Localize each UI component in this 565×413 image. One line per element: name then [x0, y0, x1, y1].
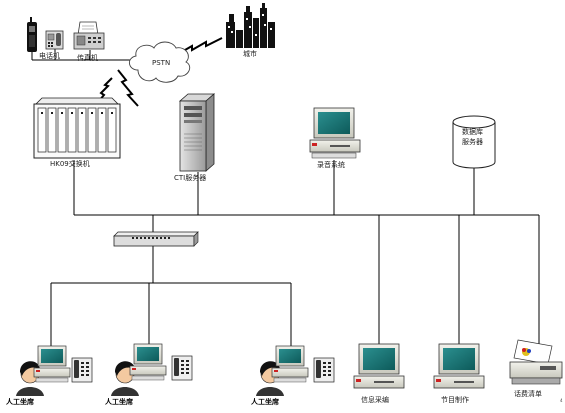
desk-phone-icon	[45, 30, 64, 50]
info-computer-icon	[353, 343, 405, 389]
mobile-phone-icon	[27, 17, 37, 52]
pstn-label: PSTN	[152, 59, 171, 67]
db-label-line1: 数据库	[462, 128, 483, 136]
computer-icon	[33, 345, 71, 383]
connection-lines	[31, 47, 540, 352]
cti-label: CTI服务器	[174, 174, 207, 182]
printer-icon	[509, 339, 563, 385]
agent-station-2	[111, 343, 193, 396]
city-label: 城市	[243, 50, 257, 58]
desk-phone-icon	[71, 357, 93, 383]
computer-icon	[129, 343, 167, 381]
database-server-icon	[452, 115, 496, 169]
recorder-computer-icon	[309, 107, 361, 159]
pbx-switch-icon	[33, 97, 121, 159]
agent2-label: 人工坐席	[105, 398, 133, 406]
link-lightning-icon	[97, 77, 113, 103]
db-label-line2: 服务器	[462, 138, 483, 146]
network-hub-icon	[113, 231, 199, 247]
billing-label: 话费清单	[514, 390, 542, 398]
info-label: 信息采编	[361, 396, 389, 404]
person-icon	[111, 361, 139, 396]
switch-label: HK09交换机	[50, 160, 90, 168]
city-skyline-icon	[226, 3, 275, 48]
pstn-cloud-icon	[129, 41, 191, 83]
phone-label: 电话机	[39, 52, 60, 60]
link-lightning-icon	[177, 37, 223, 55]
recorder-label: 录音系统	[317, 161, 345, 169]
link-lightning-icon	[117, 69, 139, 107]
desk-phone-icon	[313, 357, 335, 383]
agent1-label: 人工坐席	[6, 398, 34, 406]
corner-mark: 4	[560, 398, 563, 403]
program-computer-icon	[433, 343, 485, 389]
fax-label: 传真机	[77, 54, 98, 62]
desk-phone-icon	[171, 355, 193, 381]
program-label: 节目制作	[441, 396, 469, 404]
fax-machine-icon	[73, 21, 105, 50]
agent-station-1	[16, 345, 93, 396]
computer-icon	[271, 345, 309, 383]
cti-server-icon	[178, 93, 216, 172]
agent3-label: 人工坐席	[251, 398, 279, 406]
agent-station-3	[256, 345, 335, 396]
